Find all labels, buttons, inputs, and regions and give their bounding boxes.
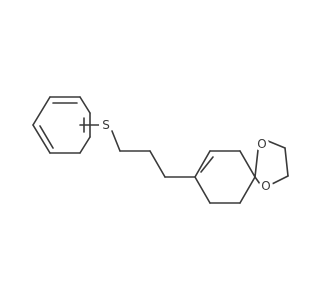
- sulfur-label: S: [102, 118, 110, 132]
- molecule-diagram: S O O: [32, 96, 289, 204]
- atom-o-top: O: [255, 137, 269, 151]
- bond: [267, 140, 286, 149]
- bond: [79, 136, 91, 154]
- oxygen-label-top: O: [257, 137, 266, 151]
- bond: [194, 150, 211, 178]
- cyclohexene-ring: [194, 150, 256, 204]
- double-bond-inner: [39, 125, 54, 149]
- bond: [239, 150, 256, 178]
- bond: [271, 175, 289, 185]
- double-bond-inner: [200, 156, 214, 173]
- dioxolane-ring: [254, 140, 289, 185]
- bond: [79, 96, 91, 114]
- propyl-chain: [111, 130, 196, 178]
- bond: [149, 150, 166, 178]
- bond: [32, 96, 51, 126]
- bond: [284, 147, 289, 177]
- oxygen-label-bottom: O: [261, 179, 270, 193]
- bond: [111, 130, 121, 152]
- bond: [194, 176, 211, 204]
- phenyl-ring: [32, 96, 91, 154]
- bond: [254, 176, 261, 185]
- bond: [239, 176, 256, 204]
- bond: [32, 124, 51, 154]
- atom-o-bottom: O: [259, 179, 273, 193]
- bond: [254, 149, 259, 178]
- atom-s: S: [99, 118, 113, 132]
